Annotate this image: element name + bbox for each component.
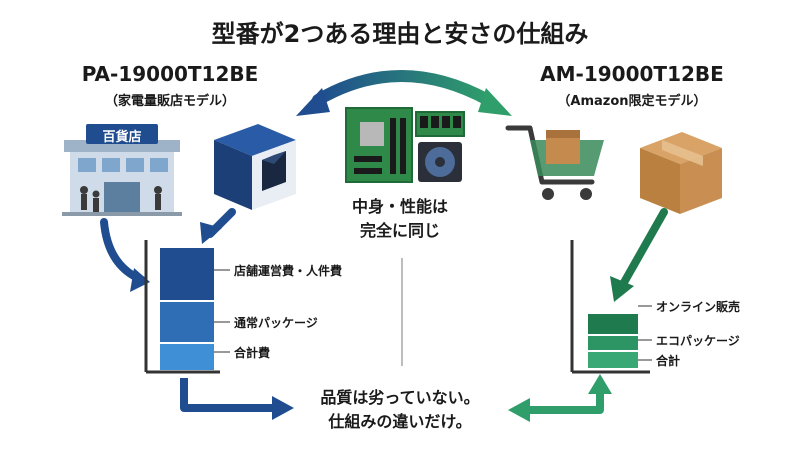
department-store-icon <box>62 124 182 216</box>
left-cost-label-1: 店舗運営費・人件費 <box>234 264 343 278</box>
right-cost-label-1: オンライン販売 <box>656 300 741 314</box>
store-to-chart-arrow <box>100 218 150 292</box>
right-model-sub: （Amazon限定モデル） <box>557 94 707 109</box>
bottom-right-double-arrow <box>508 374 612 422</box>
left-cost-label-3: 合計費 <box>234 346 271 360</box>
left-cost-label-2: 通常パッケージ <box>234 316 318 330</box>
box-to-chart-arrow <box>200 208 236 244</box>
center-line-1: 中身・性能は <box>351 197 448 216</box>
left-model-name: PA-19000T12BE <box>81 62 259 86</box>
store-sign-text: 百貨店 <box>102 130 142 145</box>
left-model-sub: （家電量販店モデル） <box>104 94 235 109</box>
left-cost-chart <box>144 240 230 374</box>
right-cost-label-3: 合計 <box>656 354 681 368</box>
box-to-right-chart-arrow <box>610 208 668 302</box>
motherboard-icon <box>345 107 413 183</box>
bottom-left-elbow-arrow <box>180 378 294 420</box>
cardboard-box-icon <box>640 132 722 214</box>
right-cost-label-2: エコパッケージ <box>656 334 740 348</box>
double-arc-arrow <box>296 70 512 116</box>
cpu-fan-icon <box>418 142 462 182</box>
right-cost-chart <box>570 240 652 374</box>
product-box-icon <box>214 124 296 210</box>
shopping-cart-icon <box>505 125 604 200</box>
bottom-line-2: 仕組みの違いだけ。 <box>328 412 472 431</box>
page-title: 型番が2つある理由と安さの仕組み <box>211 20 589 48</box>
center-line-2: 完全に同じ <box>359 221 440 240</box>
ram-stick-icon <box>415 111 465 137</box>
right-model-name: AM-19000T12BE <box>540 62 724 86</box>
bottom-line-1: 品質は劣っていない。 <box>320 388 480 407</box>
